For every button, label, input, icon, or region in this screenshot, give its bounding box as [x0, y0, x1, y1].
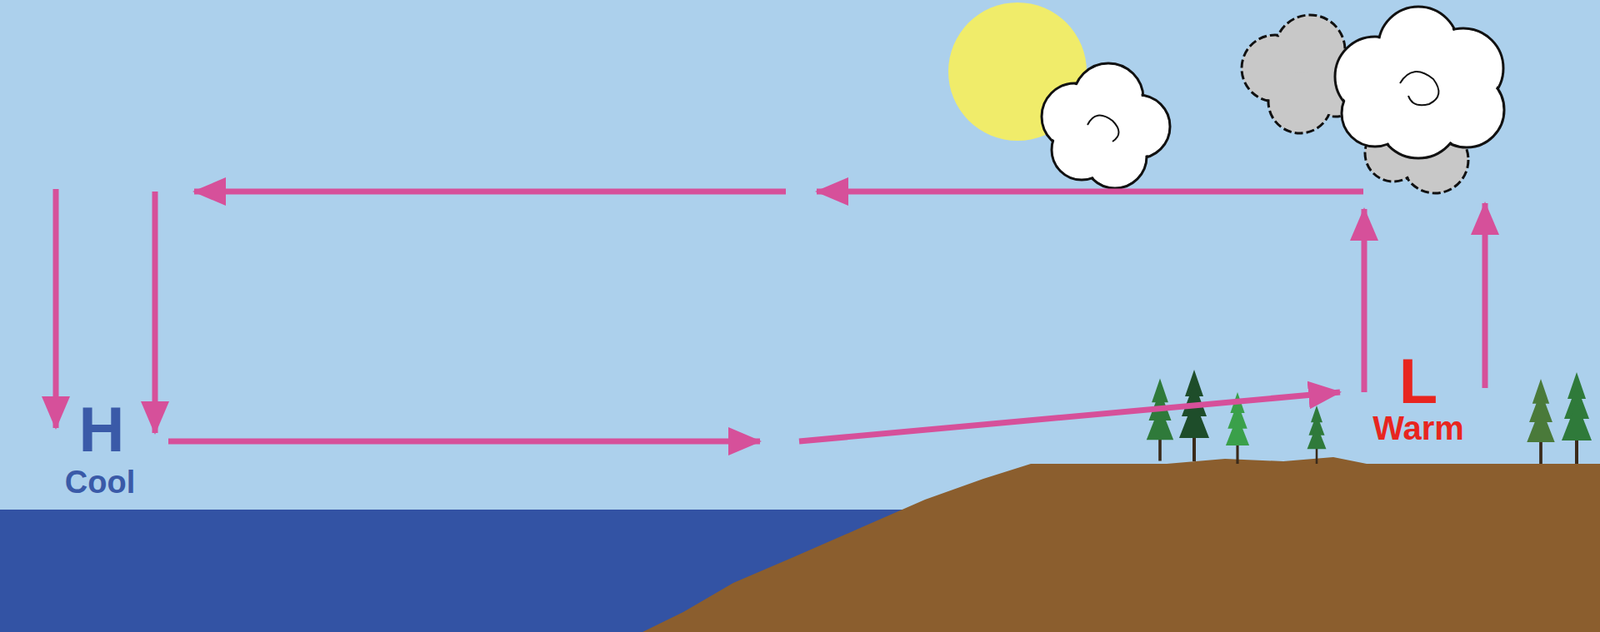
cloud [1041, 63, 1170, 189]
big-cloud [1335, 6, 1505, 159]
land [642, 457, 1600, 632]
trees [1146, 370, 1592, 465]
circulation-arrows [55, 189, 1485, 442]
temperature-label: Warm [1372, 411, 1465, 445]
pressure-label: L [1399, 350, 1438, 414]
temperature-label: Cool [65, 466, 135, 499]
pressure-label: H [79, 398, 125, 462]
